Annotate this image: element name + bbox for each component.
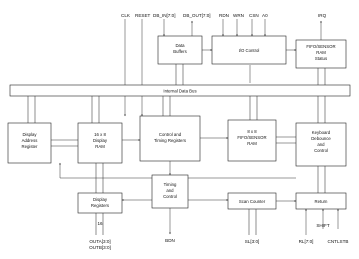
display-ram-line2: Display: [93, 138, 108, 143]
return-block: Return: [295, 192, 347, 210]
control-timing-line2: Timing Registers: [154, 138, 186, 143]
control-timing-registers-block: Control and Timing Registers: [139, 115, 201, 162]
out-b-label: OUTB[3:0]: [89, 245, 111, 250]
sl-label: SL[3:0]: [245, 239, 260, 244]
display-address-line3: Register: [21, 144, 38, 149]
keyboard-line4: Control: [314, 148, 328, 153]
display-registers-line1: Display: [93, 197, 108, 202]
irq-label: IRQ: [318, 13, 327, 18]
scan-counter-line1: Scan Counter: [239, 199, 266, 204]
display-address-line1: Display: [22, 132, 37, 137]
bottom-wires: [95, 199, 339, 235]
top-wires: [124, 19, 322, 117]
db-out-label: DB_OUT[7:0]: [183, 13, 211, 18]
internal-data-bus: Internal Data Bus: [9, 64, 351, 123]
display-ram-block: 16 x 8 Display RAM: [77, 122, 123, 164]
clk-label: CLK: [121, 13, 131, 18]
rdn-label: RDN: [219, 13, 229, 18]
io-control-line1: I/O Control: [239, 48, 260, 53]
display-address-line2: Address: [22, 138, 38, 143]
top-signal-labels: CLK RESET DB_IN[7:0] DB_OUT[7:0] RDN WRN…: [121, 13, 327, 18]
data-buffers-block: Data Buffers: [157, 35, 203, 65]
fifo-sensor-ram-block: 8 x 8 FIFO/SENSOR RAM: [227, 119, 277, 162]
io-control-block: I/O Control: [211, 35, 287, 65]
control-timing-line1: Control and: [159, 132, 182, 137]
bottom-signal-labels: 16 OUTA[3:0] OUTB[3:0] BDN SL[3:0] SHIFT…: [89, 221, 348, 250]
fifo-status-block: FIFO/SENSOR RAM Status: [295, 39, 347, 69]
csn-label: CSN: [249, 13, 259, 18]
a0-label: A0: [262, 13, 268, 18]
return-line1: Return: [315, 199, 329, 204]
wrn-label: WRN: [233, 13, 244, 18]
internal-data-bus-label: Internal Data Bus: [163, 89, 196, 94]
reset-label: RESET: [135, 13, 151, 18]
scan-counter-block: Scan Counter: [227, 192, 277, 210]
cntlstb-label: CNTLSTB: [328, 239, 349, 244]
keyboard-debounce-block: Keyboard Debounce and Control: [295, 122, 347, 167]
db-in-label: DB_IN[7:0]: [153, 13, 175, 18]
fifo-ram-line2: FIFO/SENSOR: [237, 135, 266, 140]
fifo-status-line2: RAM: [316, 50, 326, 55]
display-registers-block: Display Registers: [77, 192, 123, 214]
fifo-ram-line3: RAM: [247, 141, 257, 146]
fifo-status-line3: Status: [315, 56, 327, 61]
data-buffers-line2: Buffers: [173, 49, 187, 54]
timing-control-line1: Timing: [164, 182, 177, 187]
fifo-status-line1: FIFO/SENSOR: [306, 44, 335, 49]
bdn-label: BDN: [165, 238, 175, 243]
keyboard-line3: and: [317, 142, 325, 147]
timing-control-block: Timing and Control: [151, 174, 189, 209]
keyboard-line1: Keyboard: [312, 130, 331, 135]
keyboard-line2: Debounce: [311, 136, 331, 141]
display-registers-line2: Registers: [91, 203, 109, 208]
timing-control-line2: and: [166, 188, 174, 193]
display-ram-line1: 16 x 8: [94, 132, 106, 137]
out-a-label: OUTA[3:0]: [89, 239, 110, 244]
display-ram-line3: RAM: [95, 144, 105, 149]
bus-width-label: 16: [97, 221, 103, 226]
rl-label: RL[7:0]: [299, 239, 314, 244]
shift-label: SHIFT: [316, 223, 329, 228]
display-address-register-block: Display Address Register: [7, 122, 52, 164]
fifo-ram-line1: 8 x 8: [247, 129, 257, 134]
data-buffers-line1: Data: [175, 43, 185, 48]
timing-control-line3: Control: [163, 194, 177, 199]
